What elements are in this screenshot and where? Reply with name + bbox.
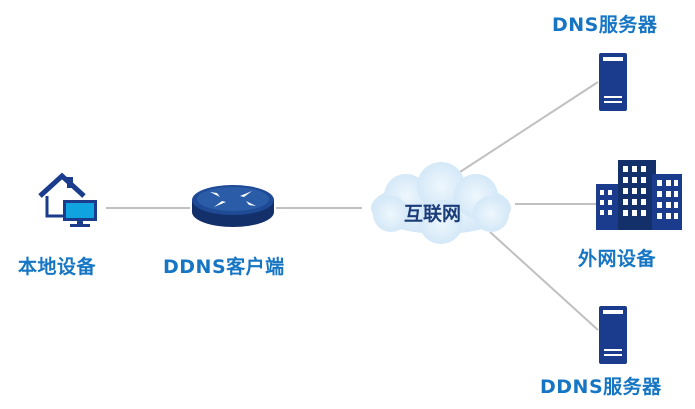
server-icon (599, 306, 627, 364)
internet-label: 互联网 (404, 203, 462, 225)
building-icon (596, 160, 682, 230)
cloud-icon (371, 162, 511, 244)
link-internet-to-dns-server (459, 81, 599, 173)
ddns-server-label: DDNS服务器 (540, 376, 662, 398)
router-icon (192, 185, 274, 227)
ddns-client-label: DDNS客户端 (163, 256, 285, 278)
local-device-label: 本地设备 (18, 256, 97, 278)
link-internet-to-ddns-server (489, 231, 599, 331)
dns-server-label: DNS服务器 (552, 14, 658, 36)
external-device-label: 外网设备 (578, 248, 657, 270)
house-computer-icon (38, 172, 97, 227)
server-icon (599, 53, 627, 111)
